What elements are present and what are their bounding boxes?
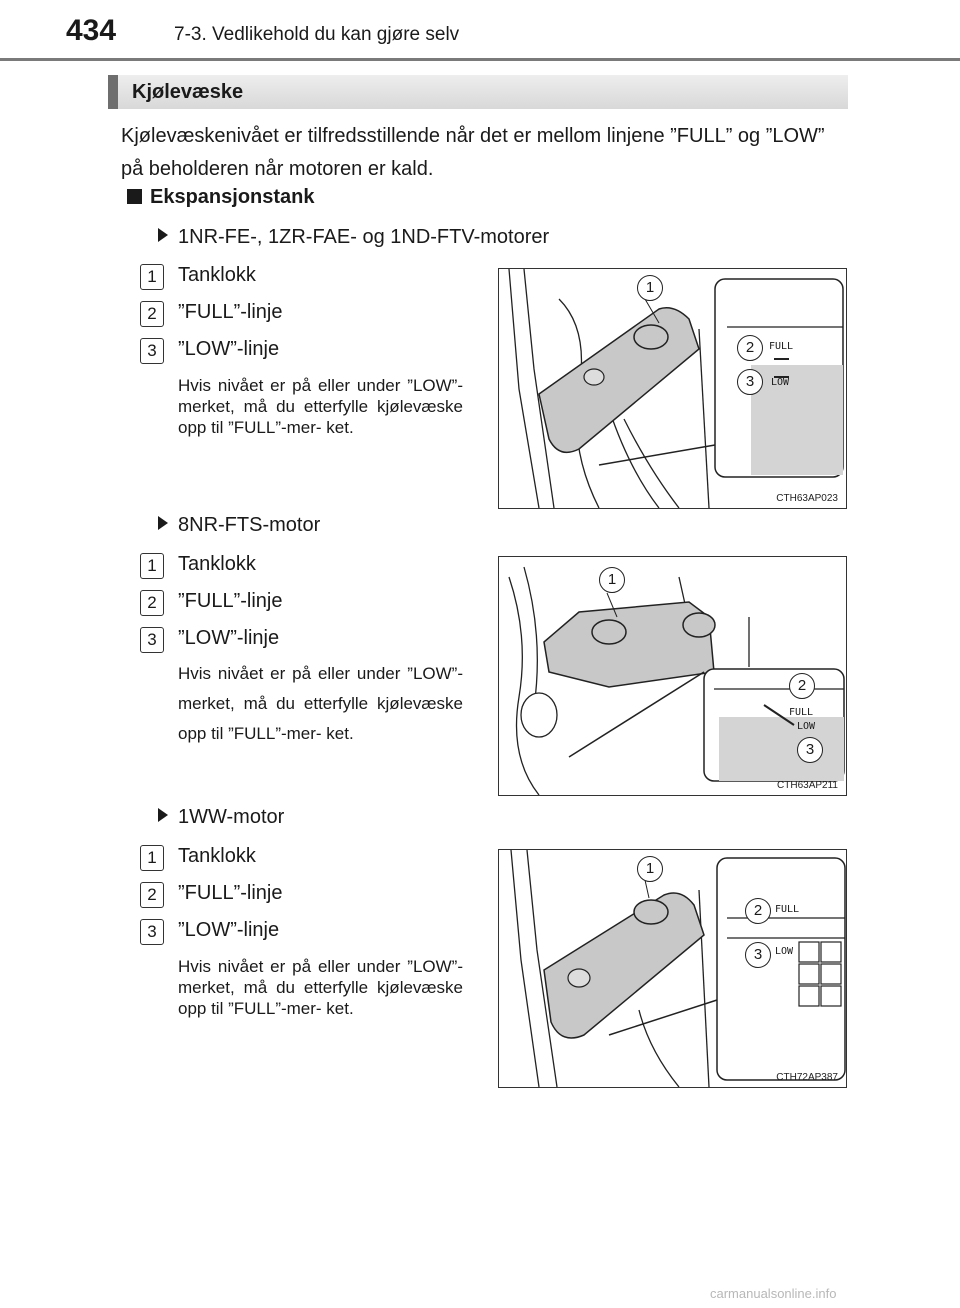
- item-label: ”FULL”-linje: [178, 590, 283, 612]
- square-bullet-icon: [127, 189, 142, 204]
- coolant-tank-illustration: 1 2 3 FULL LOW CTH63AP023: [498, 268, 847, 509]
- callout-3-marker: 3: [797, 737, 823, 763]
- item-number-badge: 1: [140, 264, 164, 290]
- page-number: 434: [66, 14, 117, 47]
- full-mark-label: FULL: [789, 707, 814, 718]
- subsection-title: Ekspansjonstank: [150, 186, 315, 208]
- low-mark-label: LOW: [797, 721, 816, 732]
- item-label: ”FULL”-linje: [178, 882, 283, 904]
- variant-title-text: 1WW-motor: [178, 806, 285, 828]
- item-number-badge: 2: [140, 301, 164, 327]
- callout-1-marker: 1: [637, 856, 663, 882]
- callout-2-marker: 2: [745, 898, 771, 924]
- full-mark-label: FULL: [775, 904, 800, 915]
- low-mark-label: LOW: [771, 377, 790, 388]
- callout-2-marker: 2: [737, 335, 763, 361]
- item-number-badge: 3: [140, 919, 164, 945]
- variant-title: 1NR-FE-, 1ZR-FAE- og 1ND-FTV-motorer: [158, 226, 549, 249]
- callout-3-marker: 3: [745, 942, 771, 968]
- figure-code: CTH72AP387: [776, 1072, 838, 1083]
- subsection-heading: Ekspansjonstank: [127, 186, 315, 209]
- intro-paragraph: Kjølevæskenivået er tilfredsstillende nå…: [121, 125, 825, 180]
- item-number-badge: 1: [140, 553, 164, 579]
- low-mark-label: LOW: [775, 946, 794, 957]
- item-label: ”LOW”-linje: [178, 338, 280, 360]
- chapter-title: 7-3. Vedlikehold du kan gjøre selv: [174, 24, 460, 45]
- section-title: Kjølevæske: [132, 81, 244, 103]
- callout-1-marker: 1: [599, 567, 625, 593]
- figure-code: CTH63AP211: [777, 780, 838, 791]
- variant-title: 8NR-FTS-motor: [158, 514, 320, 537]
- variant-title-text: 8NR-FTS-motor: [178, 514, 321, 536]
- callout-1-marker: 1: [637, 275, 663, 301]
- engine-bay-drawing: [510, 850, 846, 1087]
- callout-2-marker: 2: [789, 673, 815, 699]
- coolant-tank-illustration: 1 2 3 FULL LOW CTH63AP211: [498, 556, 847, 796]
- item-number-badge: 3: [140, 338, 164, 364]
- figure-code: CTH63AP023: [776, 493, 838, 504]
- refill-note: Hvis nivået er på eller under ”LOW”-merk…: [178, 376, 463, 437]
- watermark: carmanualsonline.info: [710, 1286, 837, 1301]
- item-number-badge: 1: [140, 845, 164, 871]
- triangle-bullet-icon: [158, 228, 168, 242]
- callout-3-marker: 3: [737, 369, 763, 395]
- item-number-badge: 3: [140, 627, 164, 653]
- triangle-bullet-icon: [158, 808, 168, 822]
- item-number-badge: 2: [140, 590, 164, 616]
- triangle-bullet-icon: [158, 516, 168, 530]
- page-header: 434 7-3. Vedlikehold du kan gjøre selv: [0, 0, 960, 64]
- item-label: Tanklokk: [178, 553, 256, 575]
- refill-note: Hvis nivået er på eller under ”LOW”-merk…: [178, 664, 463, 743]
- item-label: Tanklokk: [178, 264, 256, 286]
- full-mark-label: FULL: [769, 341, 794, 352]
- item-number-badge: 2: [140, 882, 164, 908]
- coolant-tank-illustration: 1 2 3 FULL LOW CTH72AP387: [498, 849, 847, 1088]
- item-label: ”FULL”-linje: [178, 301, 283, 323]
- header-divider: [0, 58, 960, 61]
- variant-title-text: 1NR-FE-, 1ZR-FAE- og 1ND-FTV-motorer: [178, 226, 550, 248]
- section-title-bar: Kjølevæske: [108, 75, 848, 109]
- engine-bay-drawing: [508, 269, 844, 508]
- item-label: Tanklokk: [178, 845, 256, 867]
- item-label: ”LOW”-linje: [178, 627, 280, 649]
- variant-title: 1WW-motor: [158, 806, 284, 829]
- item-label: ”LOW”-linje: [178, 919, 280, 941]
- refill-note: Hvis nivået er på eller under ”LOW”-merk…: [178, 957, 463, 1018]
